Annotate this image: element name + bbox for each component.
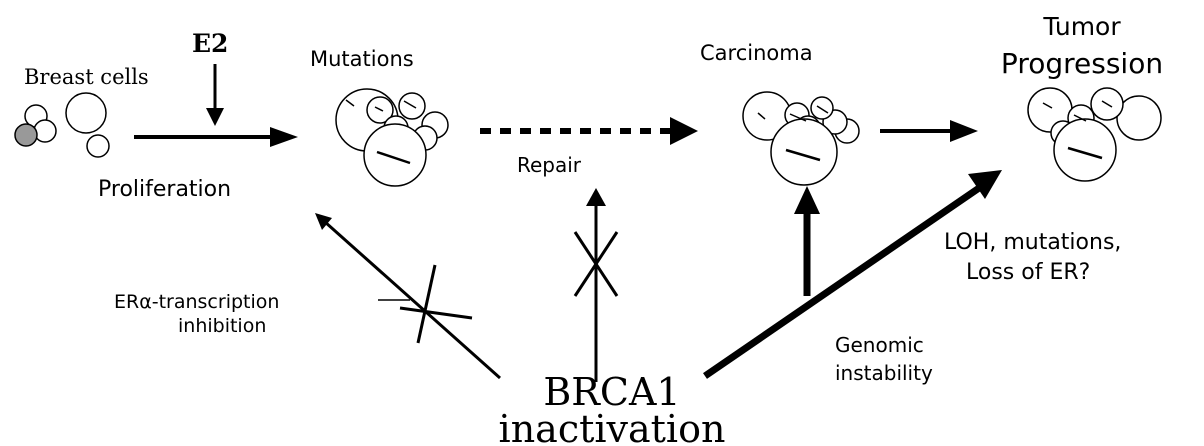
tumor-label: Tumor	[1042, 12, 1121, 41]
carcinoma-label: Carcinoma	[700, 41, 813, 65]
repair-arrow	[586, 188, 606, 382]
er-inhibition-arrow	[315, 213, 500, 378]
breast-cell	[66, 93, 106, 133]
repair-dotted-arrow	[480, 117, 698, 145]
inactivation-label: inactivation	[499, 407, 726, 446]
inhibition-label: inhibition	[178, 315, 266, 337]
breast-cell-shaded	[15, 124, 37, 146]
tumor-cell-cluster	[1028, 88, 1161, 181]
progression-label: Progression	[1001, 47, 1163, 80]
instability-label: instability	[835, 361, 933, 385]
cell	[1054, 119, 1116, 181]
loh-mutations-label: LOH, mutations,	[944, 230, 1121, 255]
breast-cells-label: Breast cells	[24, 65, 149, 89]
breast-cell	[34, 120, 56, 142]
repair-label: Repair	[517, 153, 582, 177]
cell	[771, 119, 837, 185]
e2-label: E2	[192, 29, 228, 58]
blocked-cross-mark	[400, 265, 472, 343]
loss-of-er-label: Loss of ER?	[966, 260, 1090, 285]
proliferation-arrow	[134, 127, 298, 147]
genomic-label: Genomic	[835, 333, 924, 357]
proliferation-label: Proliferation	[98, 177, 231, 202]
breast-cell	[87, 135, 109, 157]
progression-arrow	[880, 120, 978, 142]
e2-down-arrow	[206, 64, 224, 126]
cell	[364, 124, 426, 186]
cell	[811, 97, 833, 119]
mutations-label: Mutations	[310, 47, 414, 71]
breast-cells-cluster	[15, 93, 109, 157]
mutations-cell-cluster	[336, 89, 448, 186]
er-alpha-transcription-label: ERα-transcription	[114, 291, 279, 313]
carcinoma-cell-cluster	[743, 92, 859, 185]
carcinoma-up-arrow	[794, 186, 820, 296]
